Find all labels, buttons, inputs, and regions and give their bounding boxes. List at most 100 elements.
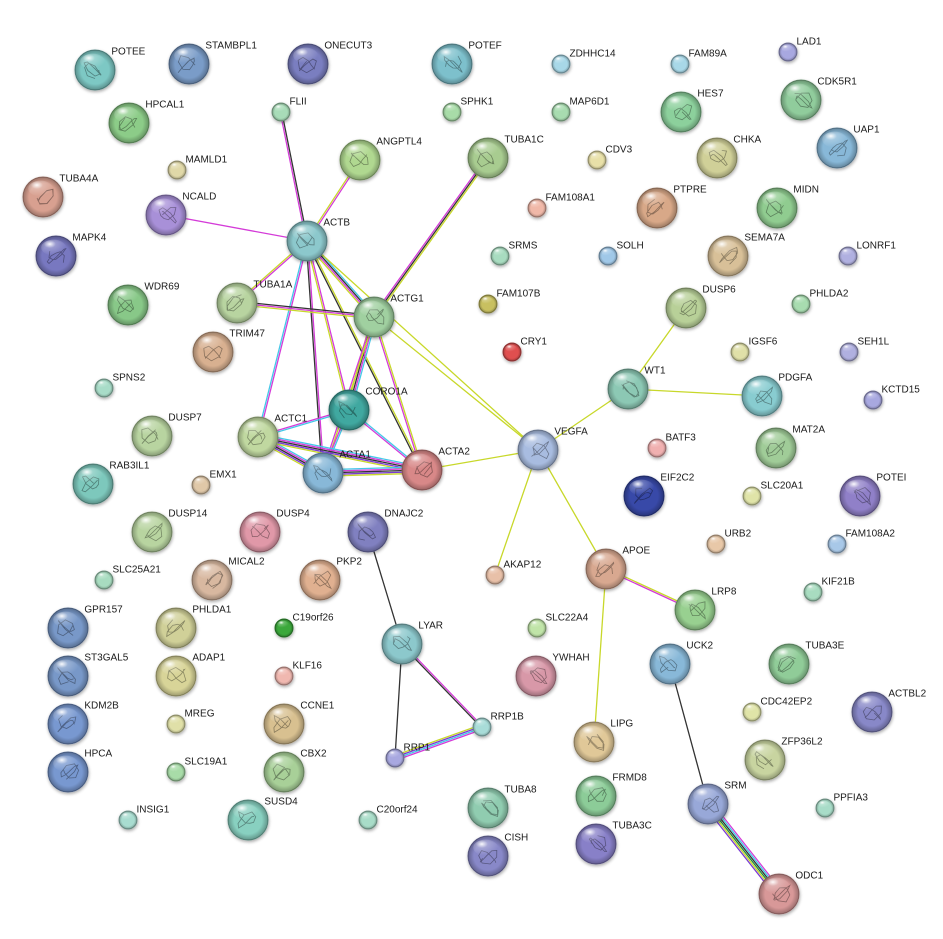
- node-insig1[interactable]: INSIG1: [118, 805, 170, 830]
- node-mical2[interactable]: MICAL2: [191, 557, 265, 601]
- node-tuba4a[interactable]: TUBA4A: [22, 174, 99, 218]
- node-acta2[interactable]: ACTA2: [401, 447, 470, 491]
- node-hpcal1[interactable]: HPCAL1: [108, 100, 185, 144]
- node-mapk4[interactable]: MAPK4: [35, 233, 107, 277]
- edge-vegfa-apoe[interactable]: [537, 449, 607, 570]
- node-hpca[interactable]: HPCA: [47, 749, 113, 793]
- node-cdv3[interactable]: CDV3: [587, 145, 633, 170]
- node-slc22a4[interactable]: SLC22A4: [527, 613, 589, 638]
- node-flii[interactable]: FLII: [271, 97, 307, 122]
- node-hes7[interactable]: HES7: [660, 89, 724, 133]
- node-batf3[interactable]: BATF3: [647, 433, 696, 458]
- node-seh1l[interactable]: SEH1L: [839, 337, 890, 362]
- node-dusp4[interactable]: DUSP4: [239, 509, 310, 553]
- edge-vegfa-akap12[interactable]: [494, 449, 539, 576]
- node-tuba8[interactable]: TUBA8: [467, 785, 537, 829]
- node-susd4[interactable]: SUSD4: [227, 797, 298, 841]
- node-tuba3e[interactable]: TUBA3E: [768, 641, 845, 685]
- node-c19orf26[interactable]: C19orf26: [274, 613, 334, 638]
- node-st3gal5[interactable]: ST3GAL5: [47, 653, 129, 697]
- node-dusp14[interactable]: DUSP14: [131, 509, 208, 553]
- edge-actc1-acta2[interactable]: [256, 433, 424, 474]
- node-lad1[interactable]: LAD1: [778, 37, 822, 62]
- node-rrp1b[interactable]: RRP1B: [472, 712, 524, 737]
- node-igsf6[interactable]: IGSF6: [730, 337, 778, 362]
- node-ncald[interactable]: NCALD: [145, 192, 216, 236]
- node-trim47[interactable]: TRIM47: [192, 329, 265, 373]
- node-map6d1[interactable]: MAP6D1: [551, 97, 610, 122]
- node-srm[interactable]: SRM: [687, 781, 747, 825]
- node-kctd15[interactable]: KCTD15: [863, 385, 920, 410]
- node-zfp36l2[interactable]: ZFP36L2: [744, 737, 823, 781]
- node-lrp8[interactable]: LRP8: [674, 587, 737, 631]
- node-slc25a21[interactable]: SLC25A21: [94, 565, 161, 590]
- node-c20orf24[interactable]: C20orf24: [358, 805, 418, 830]
- node-slc19a1[interactable]: SLC19A1: [166, 757, 228, 782]
- edge-actb-ncald[interactable]: [165, 214, 308, 242]
- node-pdgfa[interactable]: PDGFA: [741, 373, 813, 417]
- node-rab3il1[interactable]: RAB3IL1: [72, 461, 150, 505]
- node-wt1[interactable]: WT1: [607, 366, 666, 410]
- edge-tuba1c-actg1[interactable]: [372, 156, 490, 319]
- node-actbl2[interactable]: ACTBL2: [851, 689, 927, 733]
- node-tuba1c[interactable]: TUBA1C: [467, 135, 544, 179]
- node-stambpl1[interactable]: STAMBPL1: [168, 41, 257, 85]
- node-ywhah[interactable]: YWHAH: [515, 653, 590, 697]
- node-sema7a[interactable]: SEMA7A: [707, 233, 785, 277]
- node-adap1[interactable]: ADAP1: [155, 653, 226, 697]
- node-potei[interactable]: POTEI: [839, 473, 906, 517]
- edge-actg1-acta2[interactable]: [372, 316, 424, 471]
- node-fam108a1[interactable]: FAM108A1: [527, 193, 595, 218]
- node-cdk5r1[interactable]: CDK5R1: [780, 77, 857, 121]
- node-actb[interactable]: ACTB: [286, 218, 350, 262]
- node-cry1[interactable]: CRY1: [502, 337, 547, 362]
- edge-actb-actc1[interactable]: [256, 240, 309, 438]
- node-uck2[interactable]: UCK2: [649, 641, 714, 685]
- node-potee[interactable]: POTEE: [74, 47, 146, 91]
- node-gpr157[interactable]: GPR157: [47, 605, 123, 649]
- node-dusp6[interactable]: DUSP6: [665, 285, 736, 329]
- node-ptpre[interactable]: PTPRE: [636, 185, 707, 229]
- node-acta1[interactable]: ACTA1: [302, 450, 371, 494]
- node-zdhhc14[interactable]: ZDHHC14: [551, 49, 616, 74]
- node-akap12[interactable]: AKAP12: [485, 560, 542, 585]
- node-urb2[interactable]: URB2: [706, 529, 752, 554]
- node-angptl4[interactable]: ANGPTL4: [339, 137, 422, 181]
- edge-actg1-vegfa[interactable]: [373, 316, 539, 451]
- node-mamld1[interactable]: MAMLD1: [167, 155, 228, 180]
- node-cish[interactable]: CISH: [467, 833, 528, 877]
- node-sphk1[interactable]: SPHK1: [442, 97, 494, 122]
- node-fam107b[interactable]: FAM107B: [478, 289, 541, 314]
- node-eif2c2[interactable]: EIF2C2: [623, 473, 695, 517]
- node-lyar[interactable]: LYAR: [381, 621, 443, 665]
- edge-actb-vegfa[interactable]: [306, 240, 539, 451]
- node-spns2[interactable]: SPNS2: [94, 373, 146, 398]
- edge-uck2-srm[interactable]: [669, 663, 709, 805]
- node-mreg[interactable]: MREG: [166, 709, 215, 734]
- edge-apoe-lipg[interactable]: [593, 568, 607, 743]
- node-kif21b[interactable]: KIF21B: [803, 577, 855, 602]
- edge-tuba1a-actg1[interactable]: [236, 300, 375, 320]
- edge-actb-coro1a[interactable]: [305, 240, 351, 411]
- node-ccne1[interactable]: CCNE1: [263, 701, 335, 745]
- node-rrp1[interactable]: RRP1: [385, 743, 431, 768]
- node-fam108a2[interactable]: FAM108A2: [827, 529, 895, 554]
- node-phlda1[interactable]: PHLDA1: [155, 605, 232, 649]
- node-coro1a[interactable]: CORO1A: [328, 387, 408, 431]
- node-lonrf1[interactable]: LONRF1: [838, 241, 896, 266]
- node-potef[interactable]: POTEF: [431, 41, 502, 85]
- node-solh[interactable]: SOLH: [598, 241, 644, 266]
- node-tuba3c[interactable]: TUBA3C: [575, 821, 652, 865]
- node-phlda2[interactable]: PHLDA2: [791, 289, 849, 314]
- node-wdr69[interactable]: WDR69: [107, 282, 180, 326]
- node-emx1[interactable]: EMX1: [191, 470, 237, 495]
- node-tuba1a[interactable]: TUBA1A: [216, 280, 293, 324]
- node-kdm2b[interactable]: KDM2B: [47, 701, 119, 745]
- node-cdc42ep2[interactable]: CDC42EP2: [742, 697, 813, 722]
- node-cbx2[interactable]: CBX2: [263, 749, 327, 793]
- node-klf16[interactable]: KLF16: [274, 661, 322, 686]
- node-onecut3[interactable]: ONECUT3: [287, 41, 373, 85]
- node-mat2a[interactable]: MAT2A: [755, 425, 825, 469]
- node-midn[interactable]: MIDN: [756, 185, 819, 229]
- node-dusp7[interactable]: DUSP7: [131, 413, 202, 457]
